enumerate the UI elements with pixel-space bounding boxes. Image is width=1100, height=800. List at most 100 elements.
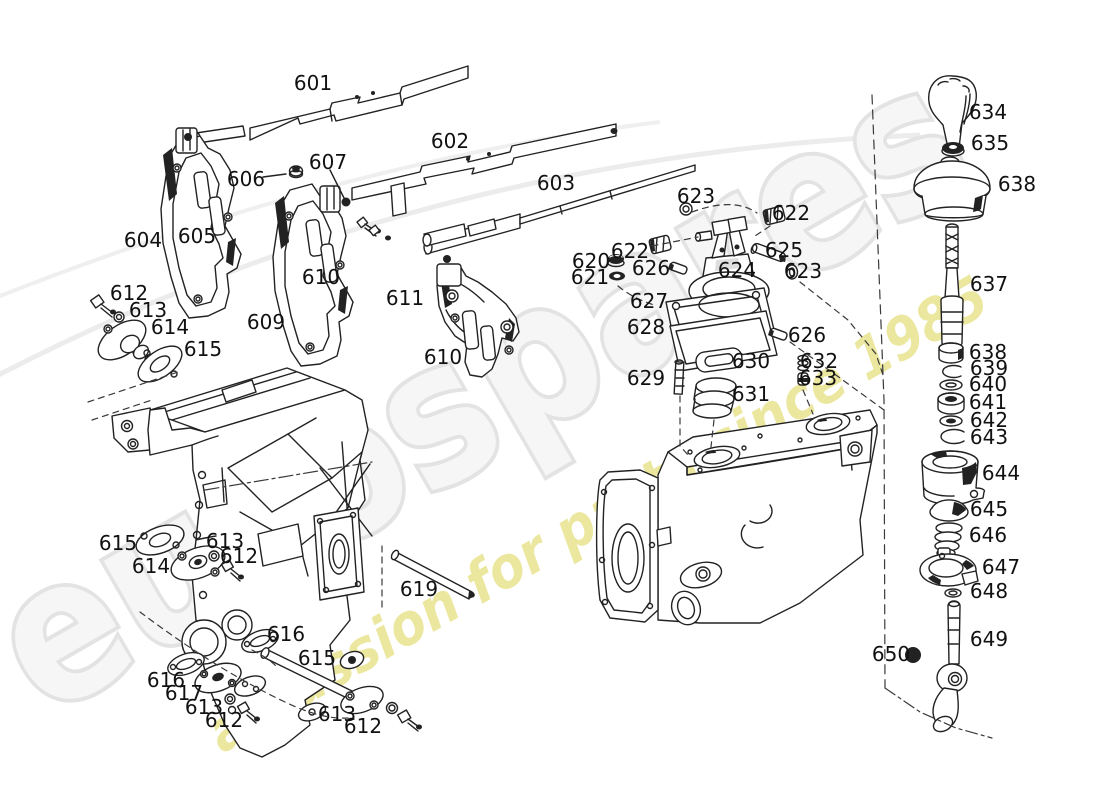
part-612-bolt [89,294,116,318]
part-label-619-53: 619 [400,577,438,601]
part-626-pin [668,261,688,275]
rail-clamp [436,263,462,287]
part-609-fork-housing [272,165,391,367]
main-gearbox-housing [111,367,373,758]
part-label-606-3: 606 [227,167,265,191]
housing-side-plate [313,507,365,601]
part-label-621-19: 621 [571,265,609,289]
part-label-640-38: 640 [969,372,1007,396]
part-611-fork [436,255,520,378]
part-label-625-22: 625 [765,238,803,262]
part-label-620-18: 620 [572,249,610,273]
part-614-cover-plate [97,319,156,365]
part-label-630-27: 630 [732,349,770,373]
part-638-bushing [938,342,964,364]
part-623-o-ring [785,264,799,280]
part-label-629-30: 629 [627,366,665,390]
part-label-643-41: 643 [970,425,1008,449]
part-label-628-25: 628 [627,315,665,339]
part-634-gear-knob [928,75,977,154]
part-625-pin [750,242,786,263]
part-label-642-40: 642 [970,408,1008,432]
part-612-bolt [396,709,422,732]
part-633-plunger [797,372,809,386]
swoosh-decoration [0,132,921,378]
part-label-633-29: 633 [799,366,837,390]
part-613-washer [113,311,125,323]
part-label-634-32: 634 [969,100,1007,124]
part-label-639-37: 639 [970,356,1008,380]
part-label-607-4: 607 [309,150,347,174]
part-label-616-56: 616 [147,668,185,692]
part-label-645-43: 645 [970,497,1008,521]
part-label-638-34: 638 [998,172,1036,196]
part-label-613-50: 613 [206,529,244,553]
part-label-644-42: 644 [982,461,1020,485]
part-label-601-0: 601 [294,71,332,95]
part-label-610-7: 610 [302,265,340,289]
part-639-circlip [942,364,962,379]
part-640-washer [939,379,963,391]
rail-clamp [319,185,341,213]
part-label-611-8: 611 [386,286,424,310]
part-620-nut [607,254,625,268]
part-label-623-23: 623 [784,259,822,283]
part-616-gasket [167,651,205,677]
part-label-622-16: 622 [772,201,810,225]
part-label-635-33: 635 [971,131,1009,155]
part-label-603-2: 603 [537,171,575,195]
part-label-623-15: 623 [677,184,715,208]
part-label-613-58: 613 [185,695,223,719]
part-622-nut [762,205,786,226]
part-615-selector-rod [260,647,384,715]
part-label-616-54: 616 [267,622,305,646]
part-649-lever-arm [932,600,968,733]
part-643-snap-ring [940,428,965,445]
part-label-622-17: 622 [611,239,649,263]
line-art-layer [87,65,993,758]
part-label-626-26: 626 [788,323,826,347]
watermark-layer: eurospares a passion for parts since 198… [0,17,1007,766]
part-label-612-61: 612 [344,714,382,738]
part-610-fork-pad [461,310,480,350]
part-label-614-52: 614 [132,554,170,578]
part-label-641-39: 641 [969,390,1007,414]
part-631-springs [692,377,737,419]
part-635-washer [941,142,965,157]
part-label-615-55: 615 [298,646,336,670]
dashed-leader-lines [87,94,993,739]
part-606-nut [288,165,304,179]
part-602-selector-rail [351,123,618,217]
part-623-o-ring [679,202,693,216]
part-615-gasket [135,524,185,556]
part-label-626-20: 626 [632,256,670,280]
part-label-609-9: 609 [247,310,285,334]
part-648-ring [944,588,962,598]
part-647-clamp-ring [919,547,979,587]
part-label-650-48: 650 [872,642,910,666]
part-label-612-51: 612 [220,544,258,568]
part-603-selector-rail [422,164,696,255]
part-label-647-45: 647 [982,555,1020,579]
part-label-604-5: 604 [124,228,162,252]
part-637-lever-shaft [940,223,964,348]
part-label-632-28: 632 [800,349,838,373]
part-610-fork-pad [305,219,324,257]
part-label-613-60: 613 [318,702,356,726]
part-612-bolt [220,559,244,582]
part-label-649-47: 649 [970,627,1008,651]
part-605-fork-pad [208,196,226,236]
part-label-613-12: 613 [129,298,167,322]
part-label-627-24: 627 [630,289,668,313]
part-613-washer [224,693,236,705]
part-619-shift-rod [390,549,475,600]
part-label-610-10: 610 [424,345,462,369]
part-label-638-36: 638 [969,340,1007,364]
part-623-o-ring-inner [788,267,796,277]
part-613-washer [385,701,399,715]
part-label-637-35: 637 [970,272,1008,296]
part-label-615-49: 615 [99,531,137,555]
